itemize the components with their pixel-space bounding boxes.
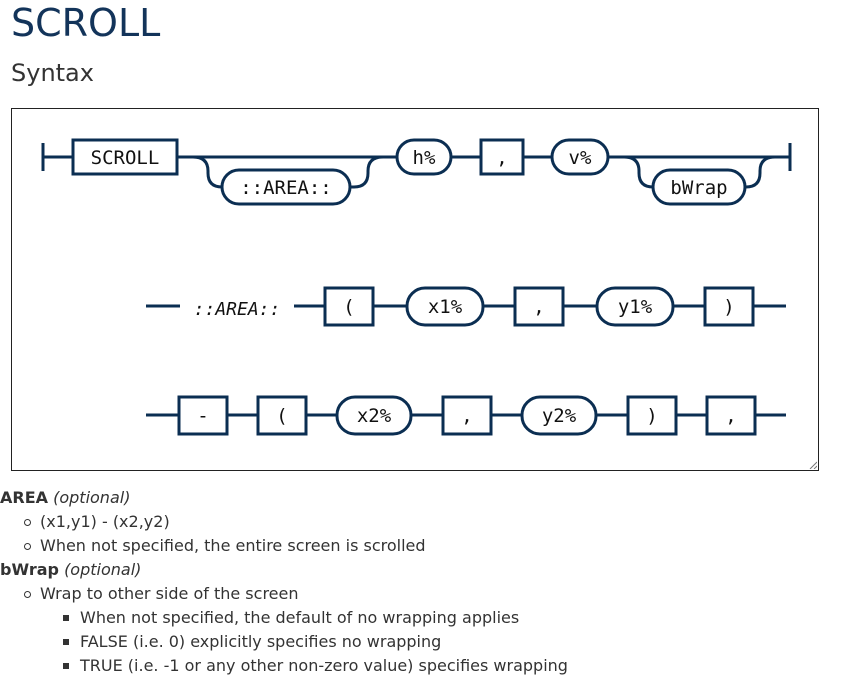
v-percent: v% [569, 147, 592, 169]
y1-param: y1% [618, 296, 653, 318]
comma-1: , [496, 147, 507, 169]
param-bwrap-details: Wrap to other side of the screen When no… [0, 582, 847, 678]
param-area: AREA (optional) (x1,y1) - (x2,y2) When n… [0, 486, 847, 558]
x1-param: x1% [428, 296, 463, 318]
area-nonterminal: ::AREA:: [240, 177, 332, 199]
subdetail-item: When not specified, the default of no wr… [63, 606, 847, 630]
bullet-circle-icon [24, 591, 31, 598]
bwrap-param: bWrap [670, 177, 727, 199]
detail-item: (x1,y1) - (x2,y2) [24, 510, 847, 534]
comma-3: , [461, 405, 472, 427]
subdetail-item: TRUE (i.e. -1 or any other non-zero valu… [63, 654, 847, 678]
x2-param: x2% [357, 405, 392, 427]
area-definition-label: ::AREA:: [194, 299, 281, 320]
parameter-descriptions: AREA (optional) (x1,y1) - (x2,y2) When n… [0, 486, 847, 678]
comma-4: , [725, 405, 736, 427]
subdetail-item: FALSE (i.e. 0) explicitly specifies no w… [63, 630, 847, 654]
param-area-details: (x1,y1) - (x2,y2) When not specified, th… [0, 510, 847, 558]
bullet-circle-icon [24, 519, 31, 526]
param-bwrap: bWrap (optional) Wrap to other side of t… [0, 558, 847, 678]
param-name: bWrap [0, 560, 59, 579]
syntax-diagram: SCROLL ::AREA:: h% , v% bWrap ::AREA:: (… [11, 108, 819, 471]
lparen-1: ( [343, 296, 354, 318]
dash: - [197, 405, 208, 427]
rparen-2: ) [646, 405, 657, 427]
area-nonterminal-box [220, 168, 352, 206]
h-percent: h% [413, 147, 436, 169]
keyword-scroll: SCROLL [91, 147, 160, 169]
bullet-square-icon [63, 615, 69, 621]
parameter-list: AREA (optional) (x1,y1) - (x2,y2) When n… [0, 486, 847, 678]
resize-handle-icon[interactable] [809, 461, 817, 469]
lparen-2: ( [276, 405, 287, 427]
param-name: AREA [0, 488, 49, 507]
bullet-circle-icon [24, 543, 31, 550]
param-optional-label: (optional) [64, 560, 142, 579]
railroad-diagram: SCROLL ::AREA:: h% , v% bWrap ::AREA:: (… [41, 138, 792, 436]
detail-item: When not specified, the entire screen is… [24, 534, 847, 558]
bullet-square-icon [63, 663, 69, 669]
param-bwrap-subdetails: When not specified, the default of no wr… [40, 606, 847, 678]
comma-2: , [533, 296, 544, 318]
page-title: SCROLL [11, 1, 161, 45]
lparen-box-1 [323, 286, 375, 327]
comma-box-4 [705, 395, 757, 436]
y2-param: y2% [542, 405, 577, 427]
rparen-1: ) [723, 296, 734, 318]
syntax-heading: Syntax [11, 59, 94, 87]
param-optional-label: (optional) [53, 488, 131, 507]
bullet-square-icon [63, 639, 69, 645]
comma-box-3 [441, 395, 493, 436]
detail-item: Wrap to other side of the screen When no… [24, 582, 847, 678]
bwrap-box [651, 168, 747, 206]
